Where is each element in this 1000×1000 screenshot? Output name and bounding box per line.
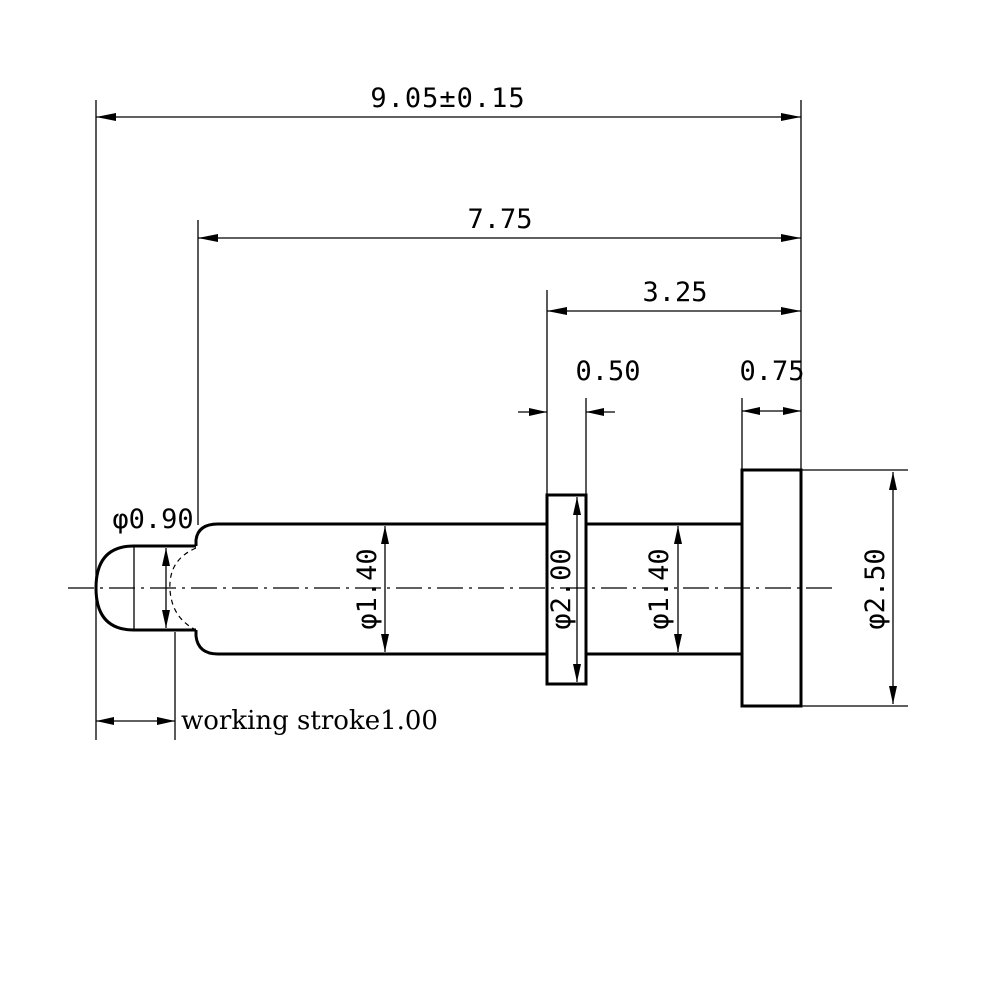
hidden-ball-arc xyxy=(169,547,197,631)
dimension-body-diameter-right: φ1.40 xyxy=(644,526,682,652)
body-diameter-right-label: φ1.40 xyxy=(644,548,675,629)
head-diameter-label: φ2.50 xyxy=(860,548,891,629)
body-diameter-left-label: φ1.40 xyxy=(352,548,383,629)
dimension-head-width: 0.75 xyxy=(739,356,805,415)
dimension-collar-to-tail: 3.25 xyxy=(547,277,801,315)
body-top-edge xyxy=(194,522,547,546)
working-stroke-label: working stroke1.00 xyxy=(181,706,438,736)
dimension-tip-diameter: φ0.90 xyxy=(112,504,194,628)
collar-to-tail-label: 3.25 xyxy=(642,277,707,308)
plunger-to-tail-label: 7.75 xyxy=(467,204,532,235)
overall-length-label: 9.05±0.15 xyxy=(370,83,525,114)
dimension-head-diameter: φ2.50 xyxy=(860,472,897,704)
head-width-label: 0.75 xyxy=(739,356,804,387)
collar-diameter-label: φ2.00 xyxy=(546,548,577,629)
pin-outline xyxy=(94,468,803,708)
dimension-working-stroke: working stroke1.00 xyxy=(96,706,438,736)
plunger-tip xyxy=(94,544,196,632)
collar-width-label: 0.50 xyxy=(575,356,640,387)
dimension-overall-length: 9.05±0.15 xyxy=(96,83,801,121)
dimension-plunger-to-tail: 7.75 xyxy=(198,204,801,242)
tip-diameter-label: φ0.90 xyxy=(112,504,193,535)
collar-flange xyxy=(545,493,588,686)
body-bottom-edge xyxy=(194,630,547,656)
dimension-body-diameter-left: φ1.40 xyxy=(352,526,389,652)
dimension-collar-diameter: φ2.00 xyxy=(546,497,581,682)
dimension-collar-width: 0.50 xyxy=(518,356,641,416)
